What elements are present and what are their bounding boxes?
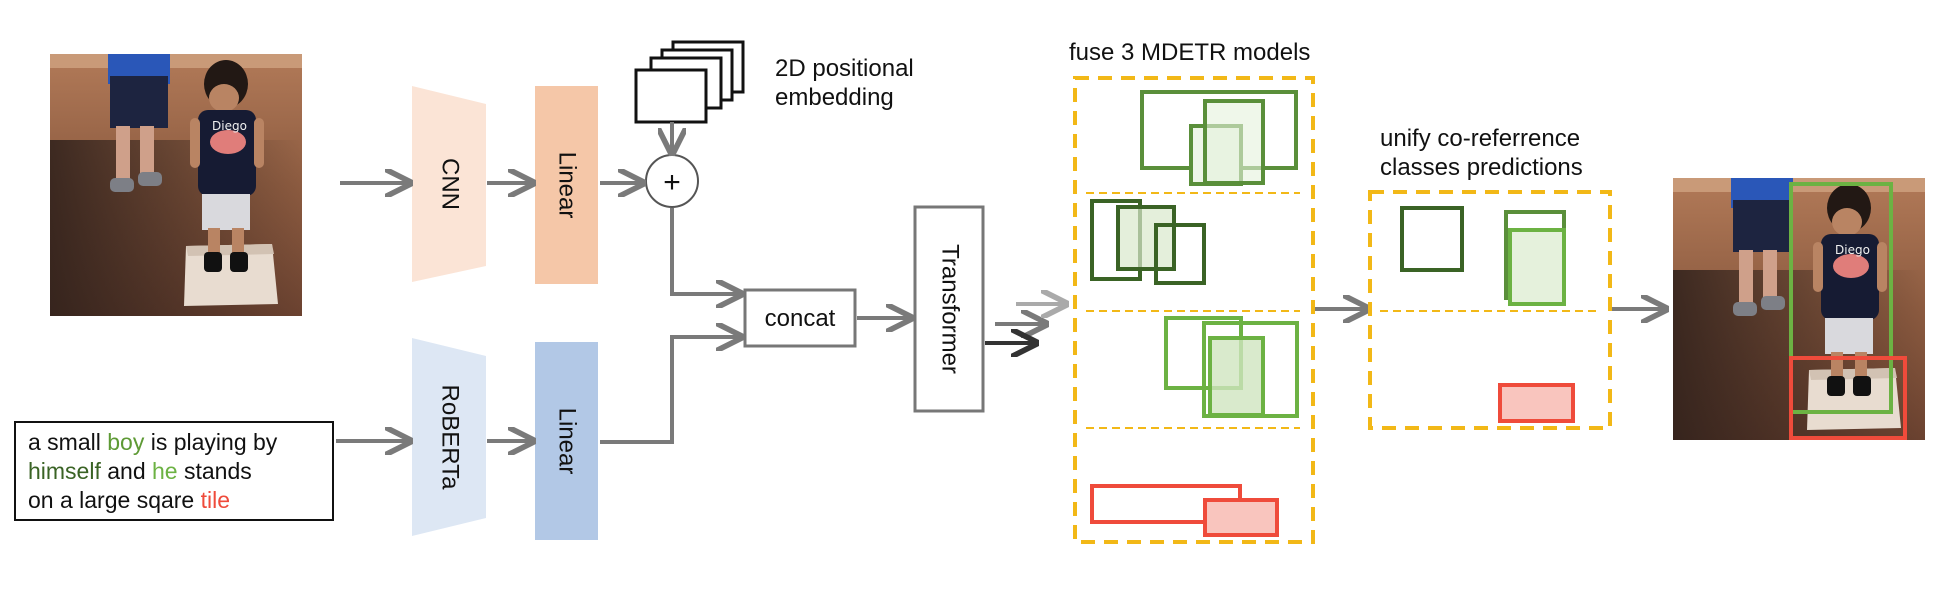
- unify-caption: unify co-referrence classes predictions: [1380, 124, 1583, 182]
- linear-text-label: Linear: [554, 408, 581, 475]
- sentence-word: tile: [200, 487, 231, 513]
- unify-predictions: [1400, 206, 1575, 423]
- roberta-label: RoBERTa: [437, 385, 464, 491]
- sentence-word: stands: [177, 458, 252, 484]
- arrows: [336, 122, 1666, 442]
- fuse-predictions: [1090, 90, 1299, 537]
- sentence-word: himself: [28, 458, 101, 484]
- sentence-word: boy: [107, 429, 145, 455]
- unify-line1: unify co-referrence: [1380, 125, 1581, 152]
- output-photo: Diego: [1673, 178, 1925, 440]
- positional-line1: 2D positional: [775, 55, 914, 82]
- sentence-word: on a large sqare: [28, 487, 201, 513]
- svg-text:Diego: Diego: [212, 119, 247, 133]
- sentence-line-2: himself and he stands: [28, 457, 320, 486]
- linear-image-label: Linear: [554, 152, 581, 219]
- cnn-block: [412, 86, 486, 282]
- plus-icon: +: [663, 166, 681, 199]
- sentence-line-3: on a large sqare tile: [28, 486, 320, 515]
- output-box-boy: [1789, 182, 1893, 414]
- cnn-label: CNN: [437, 158, 464, 210]
- unify-line2: classes predictions: [1380, 154, 1583, 181]
- sentence-word: a small: [28, 429, 108, 455]
- fuse-frame: [1073, 76, 1315, 544]
- fuse-caption: fuse 3 MDETR models: [1069, 39, 1311, 66]
- sentence-word: he: [152, 458, 178, 484]
- sentence-word: is playing by: [144, 429, 278, 455]
- transformer-block: [913, 205, 985, 413]
- unify-frame: [1368, 190, 1612, 430]
- linear-text-block: [535, 342, 598, 540]
- svg-text:Diego: Diego: [1835, 243, 1870, 257]
- roberta-block: [412, 338, 486, 536]
- transformer-label: Transformer: [937, 244, 964, 374]
- output-box-tile: [1789, 356, 1907, 440]
- fuse-dividers: [1086, 192, 1300, 429]
- concat-label: concat: [765, 305, 836, 332]
- positional-line2: embedding: [775, 84, 894, 111]
- concat-block: [743, 288, 857, 348]
- positional-embedding-caption: 2D positional embedding: [775, 54, 914, 112]
- positional-embedding-stack: [634, 40, 745, 124]
- sentence-line-1: a small boy is playing by: [28, 428, 320, 457]
- input-photo: Diego: [50, 54, 302, 316]
- sentence-word: and: [100, 458, 153, 484]
- input-sentence: a small boy is playing by himself and he…: [14, 421, 334, 521]
- linear-image-block: [535, 86, 598, 284]
